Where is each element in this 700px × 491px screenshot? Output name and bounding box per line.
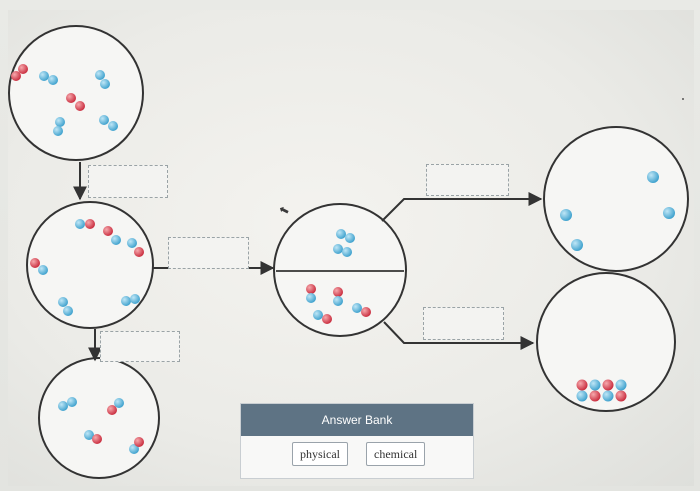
drop-target-1[interactable] — [88, 165, 168, 198]
answer-bank: Answer Bank physical chemical — [240, 403, 474, 479]
answer-option-physical[interactable]: physical — [292, 442, 348, 466]
arrow-to-bottom-right — [383, 321, 535, 350]
container-center — [273, 203, 407, 337]
screen-speck — [682, 98, 684, 100]
container-top-right — [543, 126, 689, 272]
container-1 — [8, 25, 144, 161]
drop-target-5[interactable] — [423, 307, 504, 340]
container-3 — [38, 357, 160, 479]
drop-target-2[interactable] — [168, 237, 249, 269]
molecules — [11, 64, 675, 454]
drop-target-3[interactable] — [100, 331, 180, 362]
drop-target-4[interactable] — [426, 164, 509, 196]
arrow-to-top-right — [381, 192, 543, 222]
container-bottom-right — [536, 272, 676, 412]
answer-option-chemical[interactable]: chemical — [366, 442, 426, 466]
container-2 — [26, 201, 154, 329]
answer-bank-title: Answer Bank — [241, 404, 473, 436]
